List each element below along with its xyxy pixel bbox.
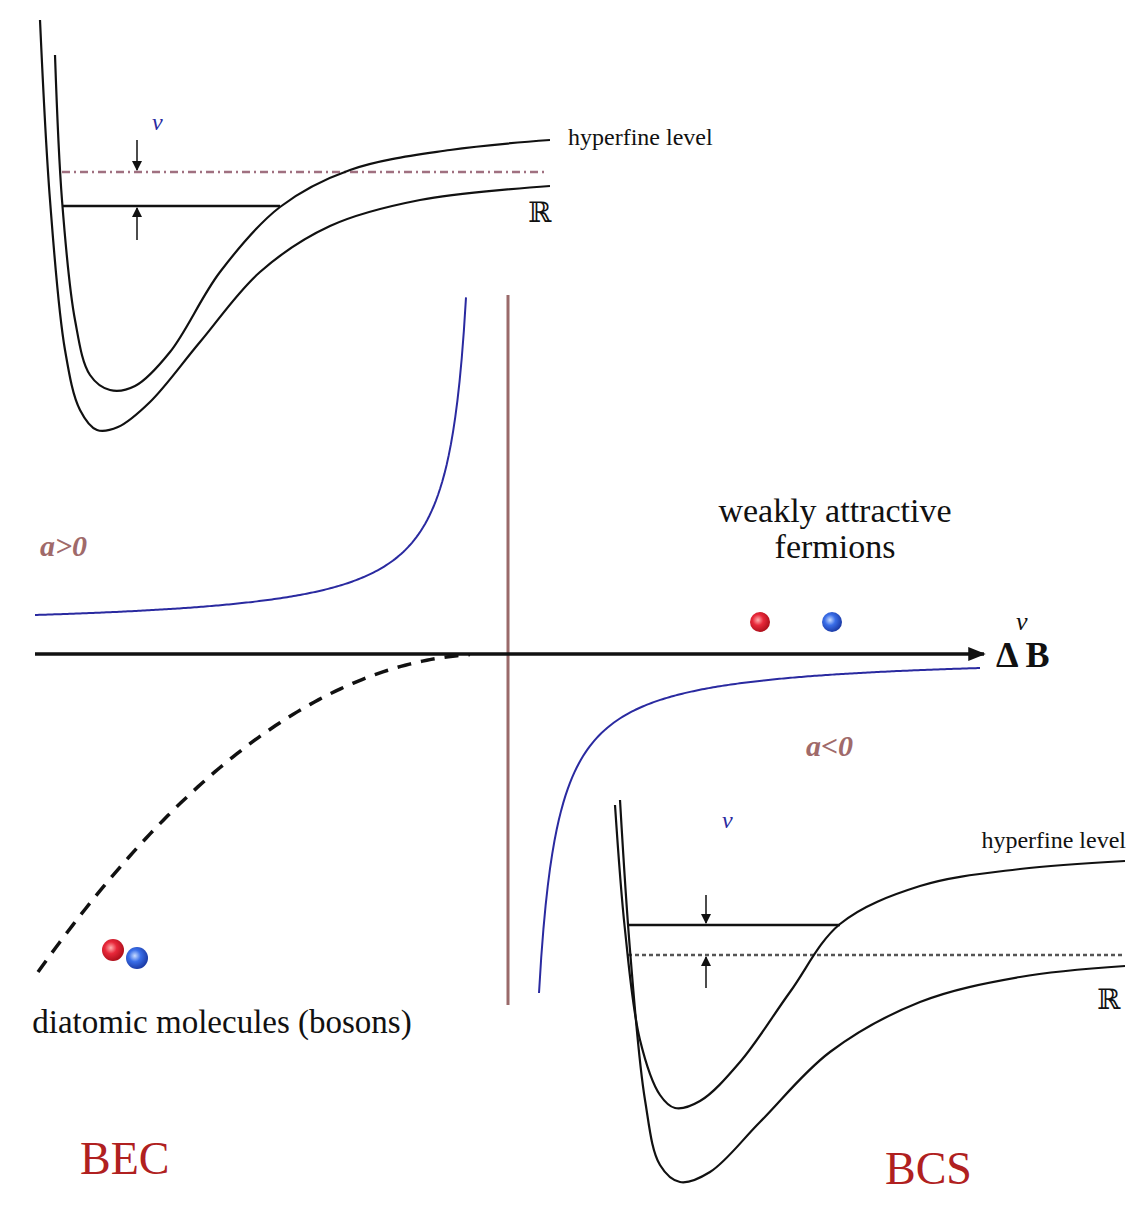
detuning-arrow — [705, 895, 707, 923]
potential-curve — [40, 20, 550, 431]
potential-curve — [620, 800, 1125, 1182]
curve-label: hyperfine level — [568, 125, 713, 150]
axis-label: Δ B — [996, 637, 1050, 675]
potential-curve — [55, 55, 550, 391]
detuning-symbol: ν — [1016, 608, 1028, 635]
detuning-arrow — [136, 140, 138, 170]
detuning-symbol: ν — [722, 808, 733, 833]
regime-label: diatomic molecules (bosons) — [22, 1005, 422, 1040]
regime-label: weakly attractive fermions — [665, 493, 1005, 564]
detuning-arrow — [705, 957, 707, 988]
resonance-line — [507, 295, 510, 1005]
fermion-dot — [750, 612, 770, 632]
regime-title: BCS — [885, 1145, 972, 1193]
axis-line — [35, 652, 984, 656]
regime-title: BEC — [80, 1135, 169, 1183]
detuning-symbol: ν — [152, 110, 163, 135]
bound-level — [62, 205, 280, 208]
bound-level-dashed — [62, 171, 545, 174]
detuning-arrow — [136, 208, 138, 240]
potential-curve — [615, 805, 1125, 1108]
molecule-dot — [126, 947, 148, 969]
axis-symbol: ℝ — [1097, 985, 1120, 1014]
region-label: a<0 — [806, 730, 853, 762]
bound-level-dashed — [628, 954, 1125, 957]
scattering-length-curve — [35, 297, 466, 615]
fermion-dot — [822, 612, 842, 632]
scattering-length-curve — [539, 668, 980, 993]
bound-level — [628, 924, 840, 927]
binding-energy-curve — [38, 655, 470, 972]
region-label: a>0 — [40, 530, 87, 562]
curve-label: hyperfine level — [981, 828, 1126, 853]
molecule-dot — [102, 939, 124, 961]
axis-symbol: ℝ — [528, 198, 551, 227]
